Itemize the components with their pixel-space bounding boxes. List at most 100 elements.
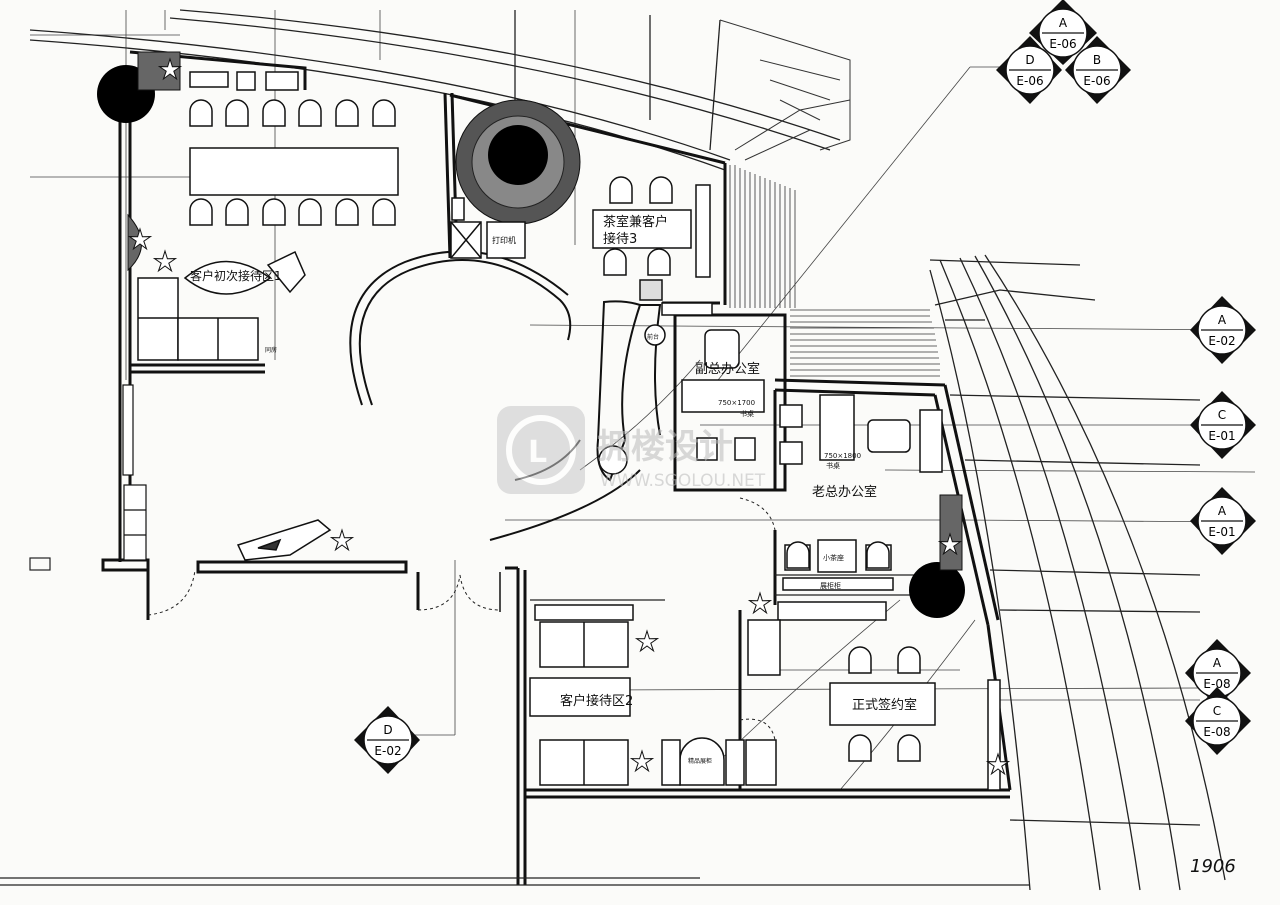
- label-vice-desk: 书桌: [740, 409, 754, 418]
- section-marker-right-3: A E-01: [1190, 487, 1256, 555]
- chair: [897, 734, 921, 762]
- chair: [649, 176, 673, 204]
- chair: [786, 541, 810, 569]
- side-panel-left: [122, 384, 147, 561]
- vice-office-furniture: [598, 324, 765, 475]
- marker-letter: D: [1025, 53, 1034, 67]
- room-label-reception-2: 客户接待区2: [560, 693, 633, 709]
- curved-facade-right: [929, 254, 1226, 891]
- curved-feature-walls: [349, 250, 662, 541]
- marker-letter: C: [1218, 408, 1226, 422]
- chair: [603, 248, 627, 276]
- room-label-tea-room-1: 茶室兼客户: [603, 214, 668, 230]
- room-label-vice-office: 副总办公室: [695, 361, 760, 377]
- marker-sheet: E-06: [1049, 37, 1076, 51]
- chair: [225, 198, 249, 226]
- plant-icon: [747, 591, 773, 615]
- marker-letter: A: [1059, 16, 1068, 30]
- marker-sheet: E-06: [1016, 74, 1043, 88]
- label-lobby-marker: 前台: [647, 333, 659, 341]
- plant-icon: [629, 749, 655, 773]
- plant-icon: [634, 629, 660, 653]
- lobby-desk: [236, 519, 332, 561]
- label-small-tea-table: 小茶座: [823, 553, 844, 562]
- plant-icon: [937, 532, 963, 556]
- potted-plants: [127, 57, 1011, 776]
- furniture-labels: 打印机 750×1700 书桌 750×1800 书桌 小茶座 展柜柜 前台 同…: [265, 235, 861, 765]
- label-vice-desk-size: 750×1700: [718, 399, 755, 407]
- section-marker-right-2: C E-01: [1190, 391, 1256, 459]
- chair: [262, 99, 286, 127]
- room-label-signing-room: 正式签约室: [852, 697, 917, 713]
- section-marker-top-b: B E-06: [1065, 36, 1131, 104]
- chair: [848, 734, 872, 762]
- thin-walls: [0, 557, 1030, 886]
- label-glass-display: 精品展柜: [688, 757, 712, 765]
- door-swings: [147, 497, 776, 741]
- section-marker-top-a: A E-06: [1029, 0, 1097, 65]
- room-label-gm-office: 老总办公室: [812, 484, 877, 500]
- chair: [848, 646, 872, 674]
- label-gm-desk-size: 750×1800: [824, 452, 861, 460]
- marker-letter: D: [383, 723, 392, 737]
- chair: [335, 99, 359, 127]
- cabinet-top: [189, 71, 299, 91]
- label-display-cabinet: 展柜柜: [820, 581, 841, 590]
- label-gm-desk: 书桌: [826, 461, 840, 470]
- section-marker-right-5: CE-08: [1185, 687, 1251, 755]
- round-feature-planter: [455, 99, 581, 225]
- watermark-text: 拥楼设计: [597, 427, 733, 467]
- chair: [866, 541, 890, 569]
- label-printer: 打印机: [492, 235, 516, 245]
- marker-sheet: E-06: [1083, 74, 1110, 88]
- signing-room-furniture: [829, 679, 1001, 791]
- marker-letter: A: [1218, 504, 1227, 518]
- room-label-reception-1: 客户初次接待区1: [190, 268, 282, 283]
- conference-table: [189, 147, 399, 196]
- marker-letter: C: [1213, 704, 1221, 718]
- chair: [372, 198, 396, 226]
- chair: [298, 198, 322, 226]
- sofa-left: [137, 250, 306, 361]
- louver-hatch-vertical: [729, 165, 796, 308]
- chair: [262, 198, 286, 226]
- plant-icon: [985, 752, 1011, 776]
- reception-2-furniture: [529, 604, 781, 786]
- watermark-url: WWW.SGOLOU.NET: [600, 471, 766, 491]
- marker-letter: B: [1093, 53, 1101, 67]
- chair: [609, 176, 633, 204]
- marker-sheet: E-01: [1208, 525, 1235, 539]
- section-marker-top-d: D E-06: [996, 36, 1062, 104]
- chair: [189, 198, 213, 226]
- section-marker-right-1: A E-02: [1190, 296, 1256, 364]
- chair: [298, 99, 322, 127]
- room-labels: 客户初次接待区1 茶室兼客户 接待3 副总办公室 老总办公室 客户接待区2 正式…: [190, 214, 917, 713]
- plant-icon: [127, 227, 153, 251]
- marker-sheet: E-02: [374, 744, 401, 758]
- chair: [189, 99, 213, 127]
- label-blind-marker: 同房: [265, 346, 277, 354]
- watermark: L 拥楼设计 WWW.SGOLOU.NET: [497, 406, 766, 494]
- room-label-tea-room-2: 接待3: [603, 231, 637, 247]
- marker-sheet: E-01: [1208, 429, 1235, 443]
- chair: [335, 198, 359, 226]
- marker-letter: A: [1218, 313, 1227, 327]
- marker-sheet: E-08: [1203, 677, 1230, 691]
- plant-icon: [157, 57, 183, 81]
- section-marker-left-d: D E-02: [354, 706, 420, 774]
- chair: [372, 99, 396, 127]
- chair: [897, 646, 921, 674]
- tea-room-furniture: [450, 184, 713, 316]
- marker-sheet: E-02: [1208, 334, 1235, 348]
- svg-text:L: L: [528, 435, 547, 470]
- chair: [225, 99, 249, 127]
- marker-letter: A: [1213, 656, 1222, 670]
- facade-louvers-top: [719, 19, 851, 161]
- plant-icon: [329, 528, 355, 552]
- plant-icon: [152, 249, 178, 273]
- chairs: [189, 99, 921, 762]
- chair: [647, 248, 671, 276]
- page-number: 1906: [1190, 856, 1236, 877]
